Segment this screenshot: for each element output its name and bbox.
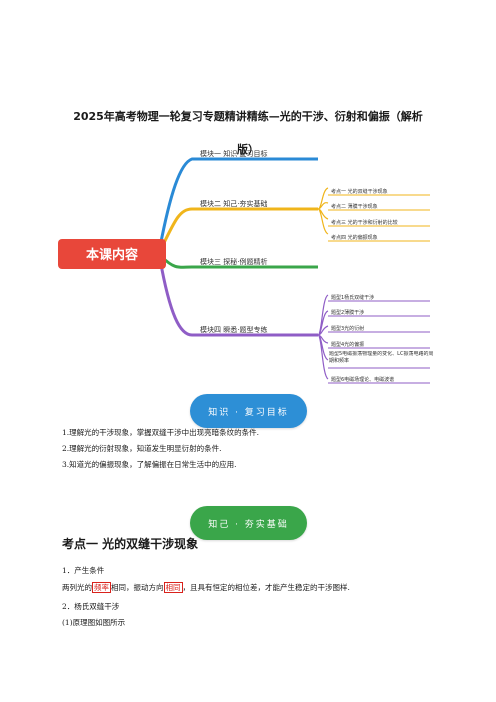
sub-line-b4 bbox=[317, 294, 329, 380]
item2-sub: (1)原理图如图所示 bbox=[62, 618, 126, 627]
sub-label-b2-3: 考点三 光的干涉和衍射的比较 bbox=[331, 219, 398, 226]
sub-label-b2-1: 考点一 光的双缝干涉现象 bbox=[331, 188, 388, 195]
branch-label-2: 模块二 知己·夯实基础 bbox=[200, 199, 267, 208]
highlight-frequency: 频率 bbox=[92, 582, 111, 593]
highlight-same: 相同 bbox=[163, 582, 183, 593]
sub-label-b2-4: 考点四 光的偏振现象 bbox=[331, 234, 378, 241]
branch-line-1 bbox=[158, 157, 318, 248]
branch-label-1: 模块一 知识·复习目标 bbox=[200, 149, 267, 158]
item1-pre: 两列光的 bbox=[62, 583, 92, 592]
goal-item: 3.知道光的偏振现象，了解偏振在日常生活中的应用. bbox=[62, 460, 237, 469]
branch-label-4: 模块四 瞬悉·题型专练 bbox=[200, 325, 267, 334]
mind-map: 本课内容 模块一 知识·复习目标 模块二 知己·夯实基础 模块三 探秘·例题精析… bbox=[58, 149, 434, 384]
section-heading: 考点一 光的双缝干涉现象 bbox=[62, 537, 199, 551]
sub-label-b4-2: 题型2薄膜干涉 bbox=[331, 309, 364, 316]
item1-mid: 相同，振动方向 bbox=[111, 583, 164, 592]
module-pill-review: 知识 · 复习目标 bbox=[190, 394, 307, 428]
item2-title: 2．杨氏双缝干涉 bbox=[62, 602, 120, 611]
document-title-line2: 版） bbox=[237, 143, 259, 156]
goal-item: 1.理解光的干涉现象，掌握双缝干涉中出现亮暗条纹的条件. bbox=[62, 428, 260, 437]
item1-post: ，且具有恒定的相位差，才能产生稳定的干涉图样. bbox=[182, 583, 350, 592]
item1-text: 两列光的频率相同，振动方向相同，且具有恒定的相位差，才能产生稳定的干涉图样. bbox=[62, 582, 350, 594]
sub-label-b2-2: 考点二 薄膜干涉现象 bbox=[331, 203, 378, 210]
sub-label-b4-6: 题型6电磁场理论、电磁波谱 bbox=[331, 376, 394, 383]
sub-label-b4-3: 题型3光的衍射 bbox=[331, 325, 364, 332]
sub-label-b4-5-wrap: 题型5电磁振荡物理量的变化、LC振荡电路的周期和频率 bbox=[329, 351, 434, 364]
document-title-line1: 2025年高考物理一轮复习专题精讲精练—光的干涉、衍射和偏振（解析 bbox=[73, 110, 423, 123]
branch-line-2 bbox=[160, 207, 318, 248]
sub-label-b4-1: 题型1杨氏双缝干涉 bbox=[331, 294, 374, 301]
module-pill-basics: 知己 · 夯实基础 bbox=[190, 506, 307, 540]
branch-line-4 bbox=[158, 258, 318, 337]
center-node-label: 本课内容 bbox=[86, 247, 138, 263]
sub-label-b4-4: 题型4光的偏振 bbox=[331, 341, 364, 348]
goal-item: 2.理解光的衍射现象，知道发生明显衍射的条件. bbox=[62, 444, 222, 453]
sub-line-b2 bbox=[317, 187, 329, 235]
center-node bbox=[58, 239, 166, 269]
item1-title: 1．产生条件 bbox=[62, 566, 105, 575]
goal-list: 1.理解光的干涉现象，掌握双缝干涉中出现亮暗条纹的条件. 2.理解光的衍射现象，… bbox=[62, 425, 259, 473]
sub-label-b4-5: 题型5电磁振荡物理量的变化、LC振荡电路的周期和频率 bbox=[329, 351, 434, 364]
branch-label-3: 模块三 探秘·例题精析 bbox=[200, 257, 267, 266]
